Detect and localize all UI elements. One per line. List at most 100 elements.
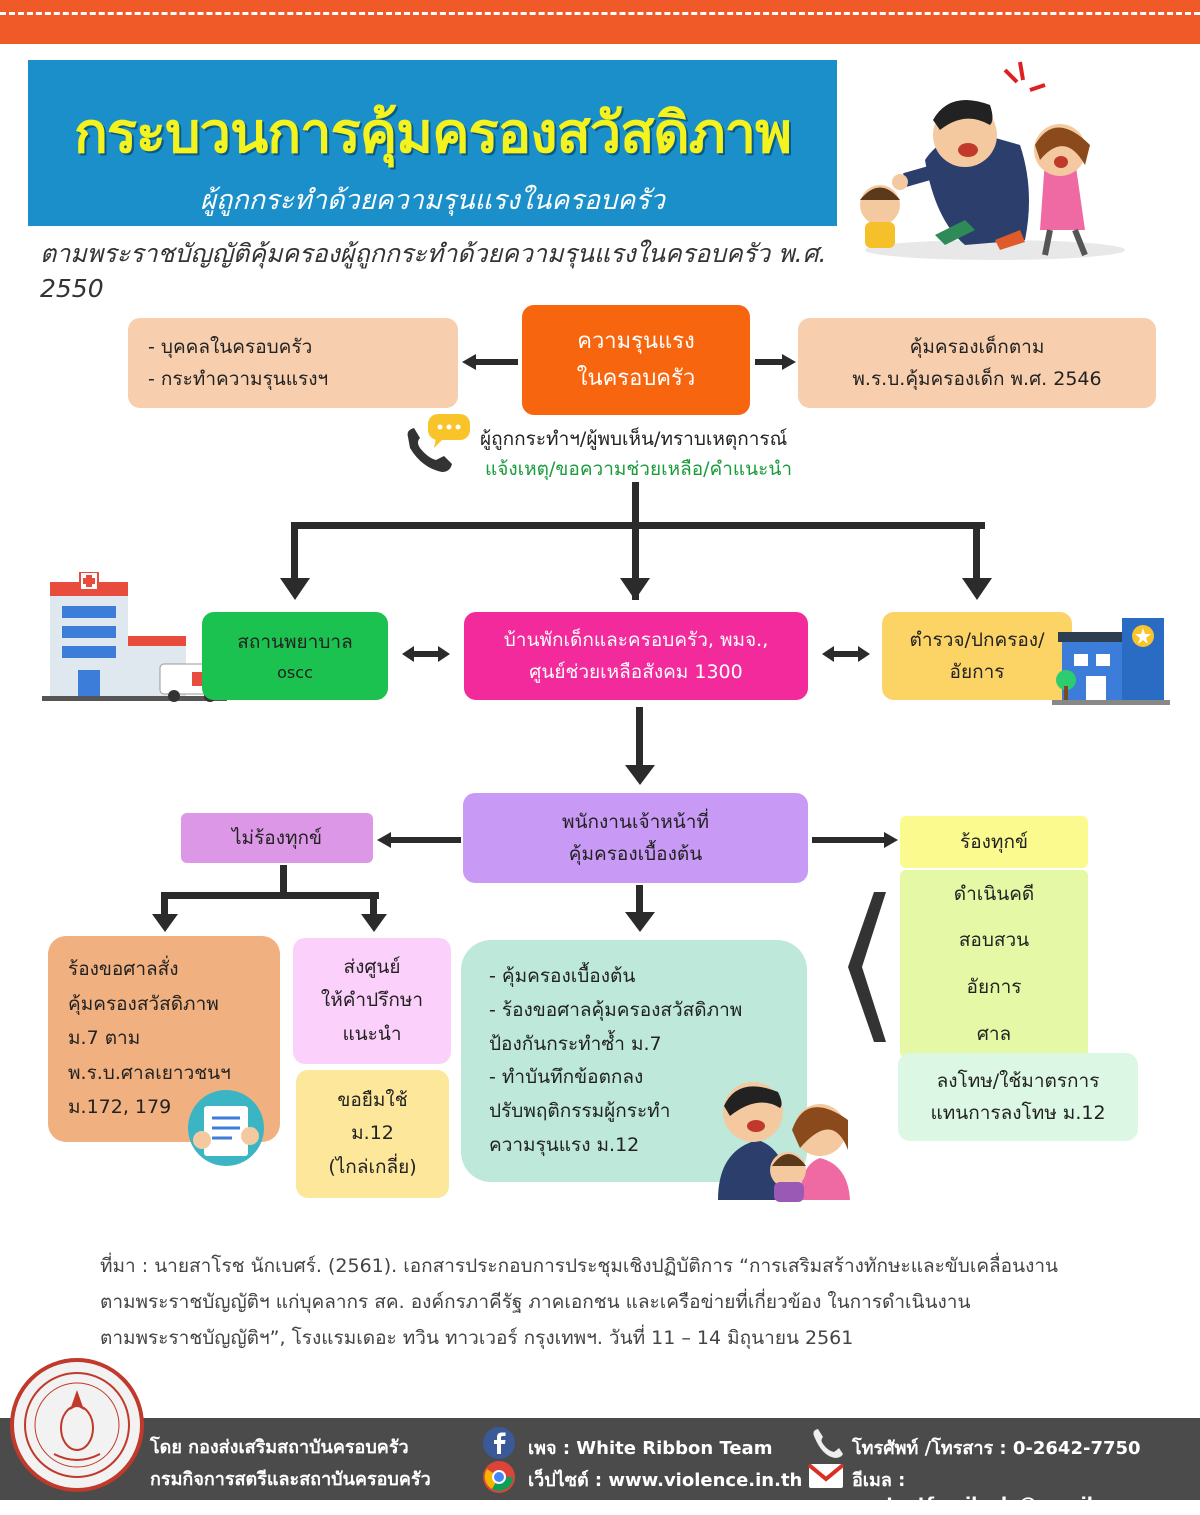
- legal-steps-box: ดำเนินคดี สอบสวน อัยการ ศาล: [900, 870, 1088, 1058]
- connector-nocomplaint-bar: [161, 892, 379, 899]
- help-caption: แจ้งเหตุ/ขอความช่วยเหลือ/คำแนะนำ: [485, 458, 793, 480]
- protect-line6: ความรุนแรง ม.12: [489, 1134, 640, 1157]
- no-complaint-label: ไม่ร้องทุกข์: [232, 826, 322, 849]
- arrow-down-counsel: [361, 914, 387, 932]
- chrome-icon: [483, 1461, 515, 1493]
- arrow-both-left: [402, 646, 450, 662]
- top-stripe: [0, 0, 1200, 44]
- punish-line1: ลงโทษ/ใช้มาตรการ: [936, 1069, 1100, 1092]
- facebook-page[interactable]: เพจ : White Ribbon Team: [528, 1438, 773, 1459]
- connector-shelter-officer: [636, 707, 643, 769]
- page-title: กระบวนการคุ้มครองสวัสดิภาพ: [73, 100, 792, 166]
- connector-right-drop: [973, 522, 980, 584]
- court-order-line4: พ.ร.บ.ศาลเยาวชนฯ: [68, 1061, 231, 1084]
- source-line2: ตามพระราชบัญญัติฯ แก่บุคลากร สค. องค์กรภ…: [100, 1291, 971, 1314]
- protect-line1: - คุ้มครองเบื้องต้น: [489, 965, 636, 987]
- arrow-down-hospital: [280, 578, 310, 600]
- hospital-label: สถานพยาบาล: [237, 631, 353, 654]
- family-members-box: - บุคคลในครอบครัว - กระทำความรุนแรงฯ: [128, 318, 458, 408]
- arrow-both-right: [822, 646, 870, 662]
- protect-line2: - ร้องขอศาลคุ้มครองสวัสดิภาพ: [489, 998, 743, 1021]
- source-line3: ตามพระราชบัญญัติฯ”, โรงแรมเดอะ ทวิน ทาวเ…: [100, 1327, 854, 1350]
- hospital-icon: [42, 572, 227, 702]
- child-protection-line2: พ.ร.บ.คุ้มครองเด็ก พ.ศ. 2546: [852, 368, 1102, 390]
- police-station-icon: [1052, 618, 1170, 705]
- protect-line5: ปรับพฤติกรรมผู้กระทำ: [489, 1100, 671, 1123]
- officer-box: พนักงานเจ้าหน้าที่ คุ้มครองเบื้องต้น: [463, 793, 808, 883]
- step-prosecutor: อัยการ: [966, 976, 1022, 998]
- family-icon: [718, 1082, 850, 1202]
- arrow-down-court: [152, 914, 178, 932]
- police-line2: อัยการ: [949, 661, 1005, 683]
- connector-nocomplaint-trunk: [280, 865, 287, 895]
- org-name-2: กรมกิจการสตรีและสถาบันครอบครัว: [150, 1469, 431, 1490]
- hospital-box: สถานพยาบาล oscc: [202, 612, 388, 700]
- perpetrator-line: - กระทำความรุนแรงฯ: [148, 368, 329, 390]
- connector-trunk: [632, 482, 639, 600]
- arrow-right-1: [755, 354, 796, 370]
- counsel-line1: ส่งศูนย์: [343, 956, 401, 979]
- counsel-line3: แนะนำ: [342, 1022, 402, 1045]
- punish-box: ลงโทษ/ใช้มาตรการ แทนการลงโทษ ม.12: [898, 1053, 1138, 1141]
- arrow-left-nocomplaint: [377, 832, 461, 848]
- facebook-icon: [483, 1427, 515, 1459]
- source-citation: ที่มา : นายสาโรช นักเบศร์. (2561). เอกสา…: [100, 1248, 1150, 1356]
- seal-icon: [10, 1358, 144, 1492]
- police-box: ตำรวจ/ปกครอง/ อัยการ: [882, 612, 1072, 700]
- oscc-label: oscc: [277, 662, 313, 682]
- domestic-violence-box: ความรุนแรง ในครอบครัว: [522, 305, 750, 415]
- court-order-line1: ร้องขอศาลสั่ง: [68, 958, 179, 980]
- connector-court-drop: [161, 892, 168, 918]
- arrow-down-police: [962, 578, 992, 600]
- connector-left-drop: [291, 522, 298, 584]
- police-line1: ตำรวจ/ปกครอง/: [909, 628, 1045, 651]
- mediation-box: ขอยืมใช้ ม.12 (ไกล่เกลี่ย): [296, 1070, 449, 1198]
- officer-line1: พนักงานเจ้าหน้าที่: [562, 810, 709, 833]
- connector-counsel-drop: [370, 892, 377, 918]
- family-members-line: - บุคคลในครอบครัว: [148, 335, 313, 358]
- protect-line4: - ทำบันทึกข้อตกลง: [489, 1066, 644, 1089]
- mediation-line2: ม.12: [351, 1122, 394, 1145]
- domestic-violence-line1: ความรุนแรง: [577, 328, 695, 354]
- arrow-down-shelter: [620, 578, 650, 600]
- phone-icon: [407, 414, 470, 472]
- email-link[interactable]: อีเมล : protectfamily.dv@gmail.com: [852, 1470, 1142, 1515]
- document-icon: [188, 1090, 264, 1166]
- org-name-1: โดย กองส่งเสริมสถาบันครอบครัว: [150, 1437, 409, 1458]
- complaint-label: ร้องทุกข์: [960, 830, 1028, 853]
- court-order-line3: ม.7 ตาม: [68, 1027, 141, 1050]
- court-order-line5: ม.172, 179: [68, 1096, 172, 1119]
- complaint-box: ร้องทุกข์: [900, 816, 1088, 868]
- court-order-box: ร้องขอศาลสั่ง คุ้มครองสวัสดิภาพ ม.7 ตาม …: [48, 936, 280, 1142]
- step-court: ศาล: [976, 1022, 1012, 1045]
- mediation-line3: (ไกล่เกลี่ย): [328, 1155, 417, 1178]
- page-subtitle: ผู้ถูกกระทำด้วยความรุนแรงในครอบครัว: [200, 185, 665, 216]
- arrow-down-protect: [625, 912, 655, 932]
- counsel-line2: ให้คำปรึกษา: [320, 989, 424, 1012]
- footer-bar: โดย กองส่งเสริมสถาบันครอบครัว กรมกิจการส…: [0, 1418, 1200, 1515]
- child-protection-line1: คุ้มครองเด็กตาม: [909, 335, 1045, 358]
- connector-bar: [291, 522, 985, 529]
- family-conflict-illustration: [860, 61, 1125, 260]
- child-protection-box: คุ้มครองเด็กตาม พ.ร.บ.คุ้มครองเด็ก พ.ศ. …: [798, 318, 1156, 408]
- arrow-left-1: [462, 354, 518, 370]
- website-link[interactable]: เว็ปไซต์ : www.violence.in.th: [528, 1470, 803, 1491]
- report-caption: ผู้ถูกกระทำฯ/ผู้พบเห็น/ทราบเหตุการณ์: [480, 428, 788, 450]
- step-investigate: สอบสวน: [958, 929, 1030, 952]
- source-line1: ที่มา : นายสาโรช นักเบศร์. (2561). เอกสา…: [100, 1255, 1059, 1277]
- phone-number: โทรศัพท์ /โทรสาร : 0-2642-7750: [852, 1438, 1141, 1459]
- arrow-right-complaint: [812, 832, 898, 848]
- court-order-line2: คุ้มครองสวัสดิภาพ: [68, 992, 219, 1015]
- mail-icon: [808, 1463, 844, 1488]
- title-banner: [28, 60, 837, 226]
- phone-icon-footer: [813, 1429, 843, 1458]
- punish-line2: แทนการลงโทษ ม.12: [930, 1102, 1106, 1124]
- protect-line3: ป้องกันกระทำซ้ำ ม.7: [489, 1032, 662, 1055]
- shelter-line1: บ้านพักเด็กและครอบครัว, พมจ.,: [503, 628, 769, 651]
- step-prosecute: ดำเนินคดี: [953, 882, 1035, 905]
- no-complaint-box: ไม่ร้องทุกข์: [181, 813, 373, 863]
- bracket-chevron-icon: [848, 892, 886, 1042]
- mediation-line1: ขอยืมใช้: [337, 1089, 408, 1112]
- arrow-down-officer: [625, 765, 655, 785]
- law-caption: ตามพระราชบัญญัติคุ้มครองผู้ถูกกระทำด้วยค…: [40, 239, 827, 303]
